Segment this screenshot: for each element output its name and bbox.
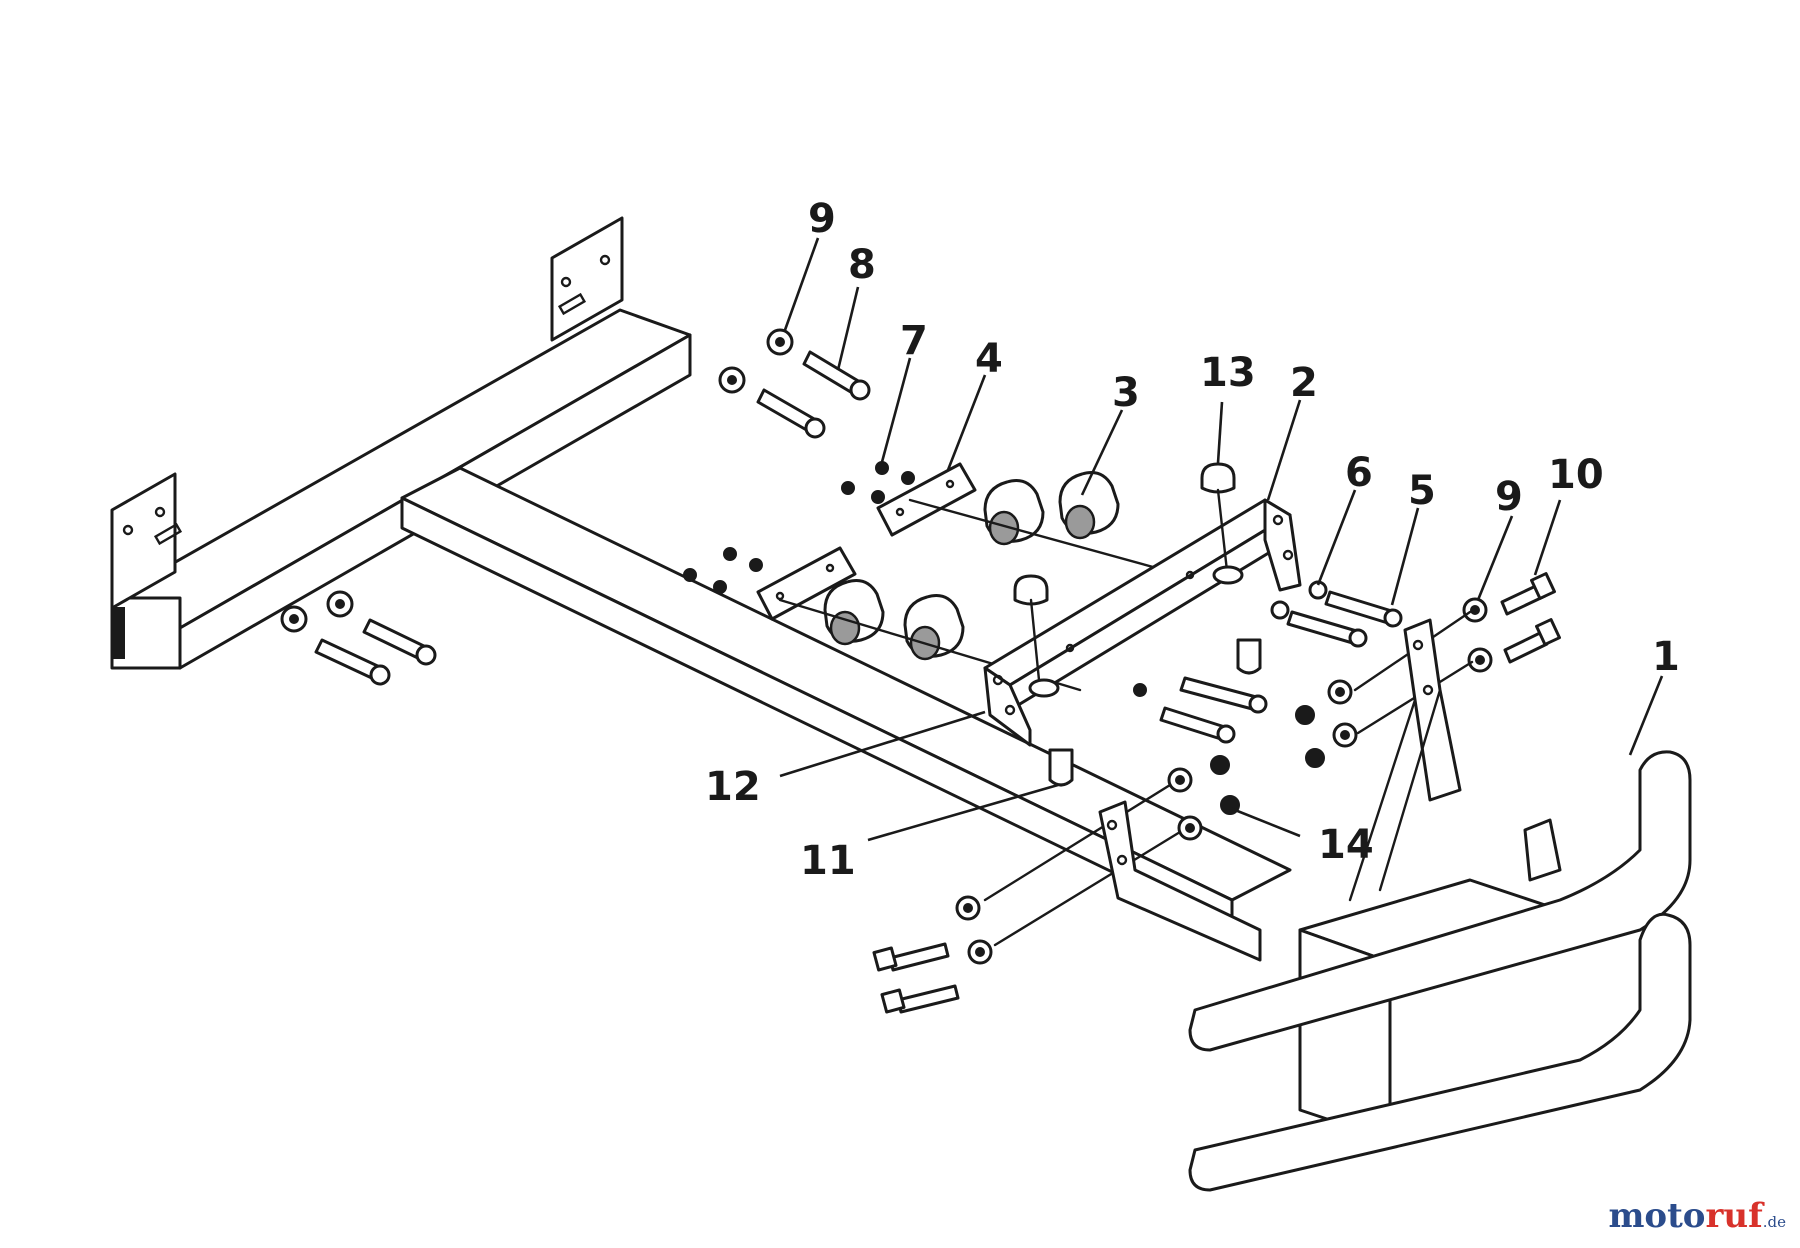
callout-11: 11 [800,838,856,884]
caps-and-pins [1013,462,1262,787]
watermark-part2: ruf [1705,1196,1763,1236]
callout-9-right: 9 [1495,474,1523,520]
small-nuts [683,461,915,594]
callout-6: 6 [1345,450,1373,496]
callout-8: 8 [848,242,876,288]
watermark-logo: motoruf.de [1608,1196,1786,1236]
callout-13: 13 [1200,350,1256,396]
callout-3: 3 [1112,370,1140,416]
bumper-bolts [872,755,1240,1014]
callout-labels: 1 2 3 4 5 6 7 8 9 9 10 11 12 13 14 [705,196,1680,884]
callout-12: 12 [705,764,761,810]
mounting-bracket [983,498,1302,747]
callout-10: 10 [1548,452,1604,498]
front-bumper [1098,618,1692,1192]
callout-14: 14 [1318,822,1374,868]
top-bolts [718,328,871,439]
callout-1: 1 [1652,634,1680,680]
callout-4: 4 [975,336,1003,382]
watermark-part3: .de [1762,1213,1786,1231]
callout-2: 2 [1290,360,1318,406]
frame-extension-tube [400,466,1292,932]
hinge-plate-upper [876,462,977,537]
callout-5: 5 [1408,468,1436,514]
rear-bolts-left [280,590,437,686]
leader-lines [779,237,1664,842]
right-side-hardware [1295,572,1561,768]
watermark-part1: moto [1608,1196,1706,1236]
callout-9-top: 9 [808,196,836,242]
callout-7: 7 [900,318,928,364]
